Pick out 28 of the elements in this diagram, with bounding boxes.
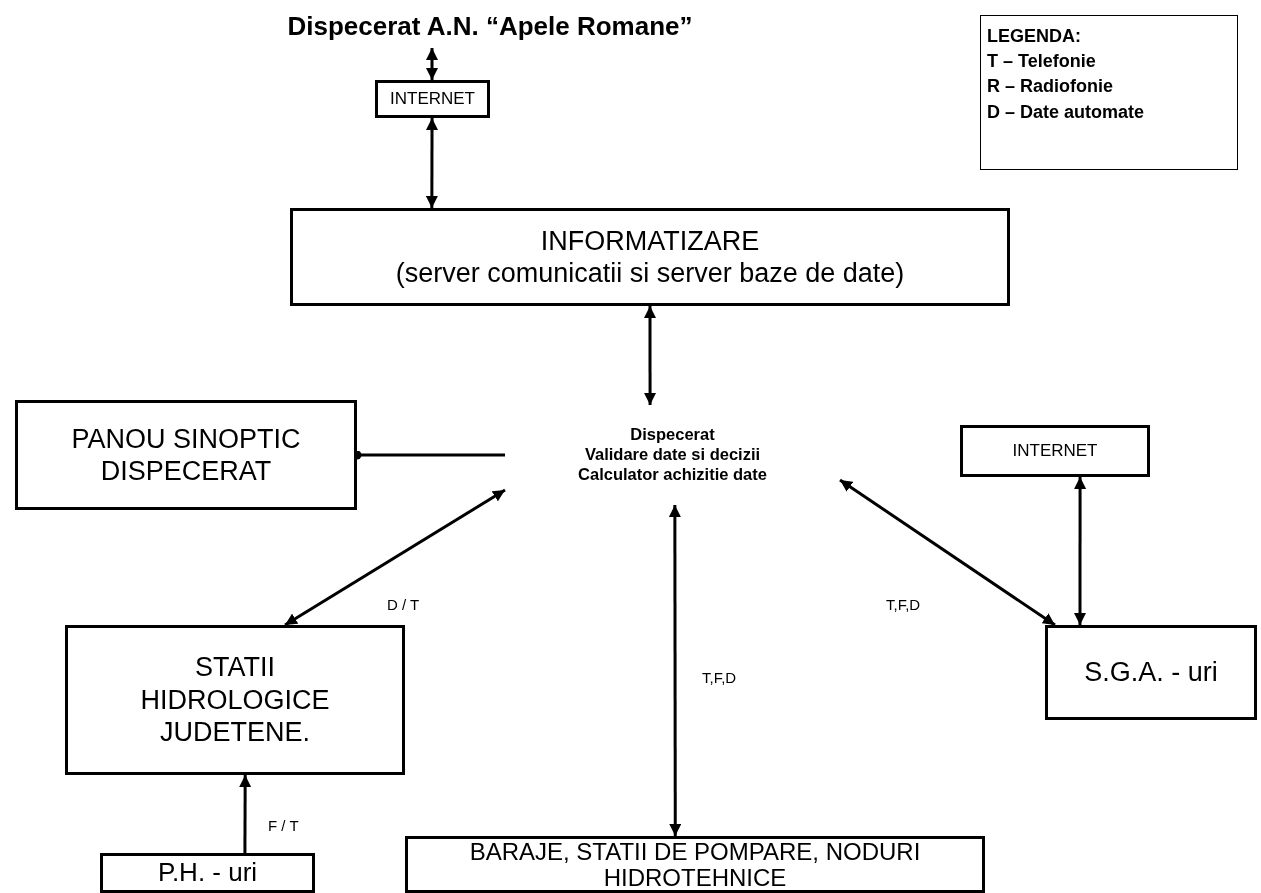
office-box: S.G.A. - uri [1045, 625, 1257, 720]
heading-text: INFORMATIZARE [540, 224, 760, 257]
edge-label: T,F,D [700, 670, 739, 687]
server-box [290, 208, 1010, 306]
legend-entry: T – Telefonie [987, 50, 1097, 74]
arrow [284, 488, 506, 627]
body-text: (server comunicatii si server baze de date) [395, 257, 905, 290]
network-box: INTERNET [375, 80, 490, 118]
legend-entry: D – Date automate [987, 100, 1146, 124]
arrow [1074, 477, 1087, 625]
body-text: Validare date si decizii [584, 445, 761, 465]
panel-box: PANOU SINOPTIC DISPECERAT [15, 400, 357, 510]
arrow [239, 775, 252, 853]
heading-text: Dispecerat A.N. “Apele Romane” [287, 11, 693, 43]
arrow [425, 118, 438, 208]
network-box: INTERNET [960, 425, 1150, 477]
legend-entry: R – Radiofonie [987, 75, 1114, 99]
station-box: STATII HIDROLOGICE JUDETENE. [65, 625, 405, 775]
body-text: Calculator achizitie date [578, 464, 767, 485]
heading-text: Dispecerat [630, 425, 715, 446]
edge-label: T,F,D [884, 597, 923, 614]
arrow [839, 478, 1056, 627]
arrow [644, 306, 657, 405]
dam-box: BARAJE, STATII DE POMPARE, NODURI HIDROTEHNICE [405, 836, 985, 893]
arrow [426, 48, 438, 80]
arrow [668, 505, 682, 836]
station-box: P.H. - uri [100, 853, 315, 893]
legend-title: LEGENDA: [987, 25, 1082, 48]
